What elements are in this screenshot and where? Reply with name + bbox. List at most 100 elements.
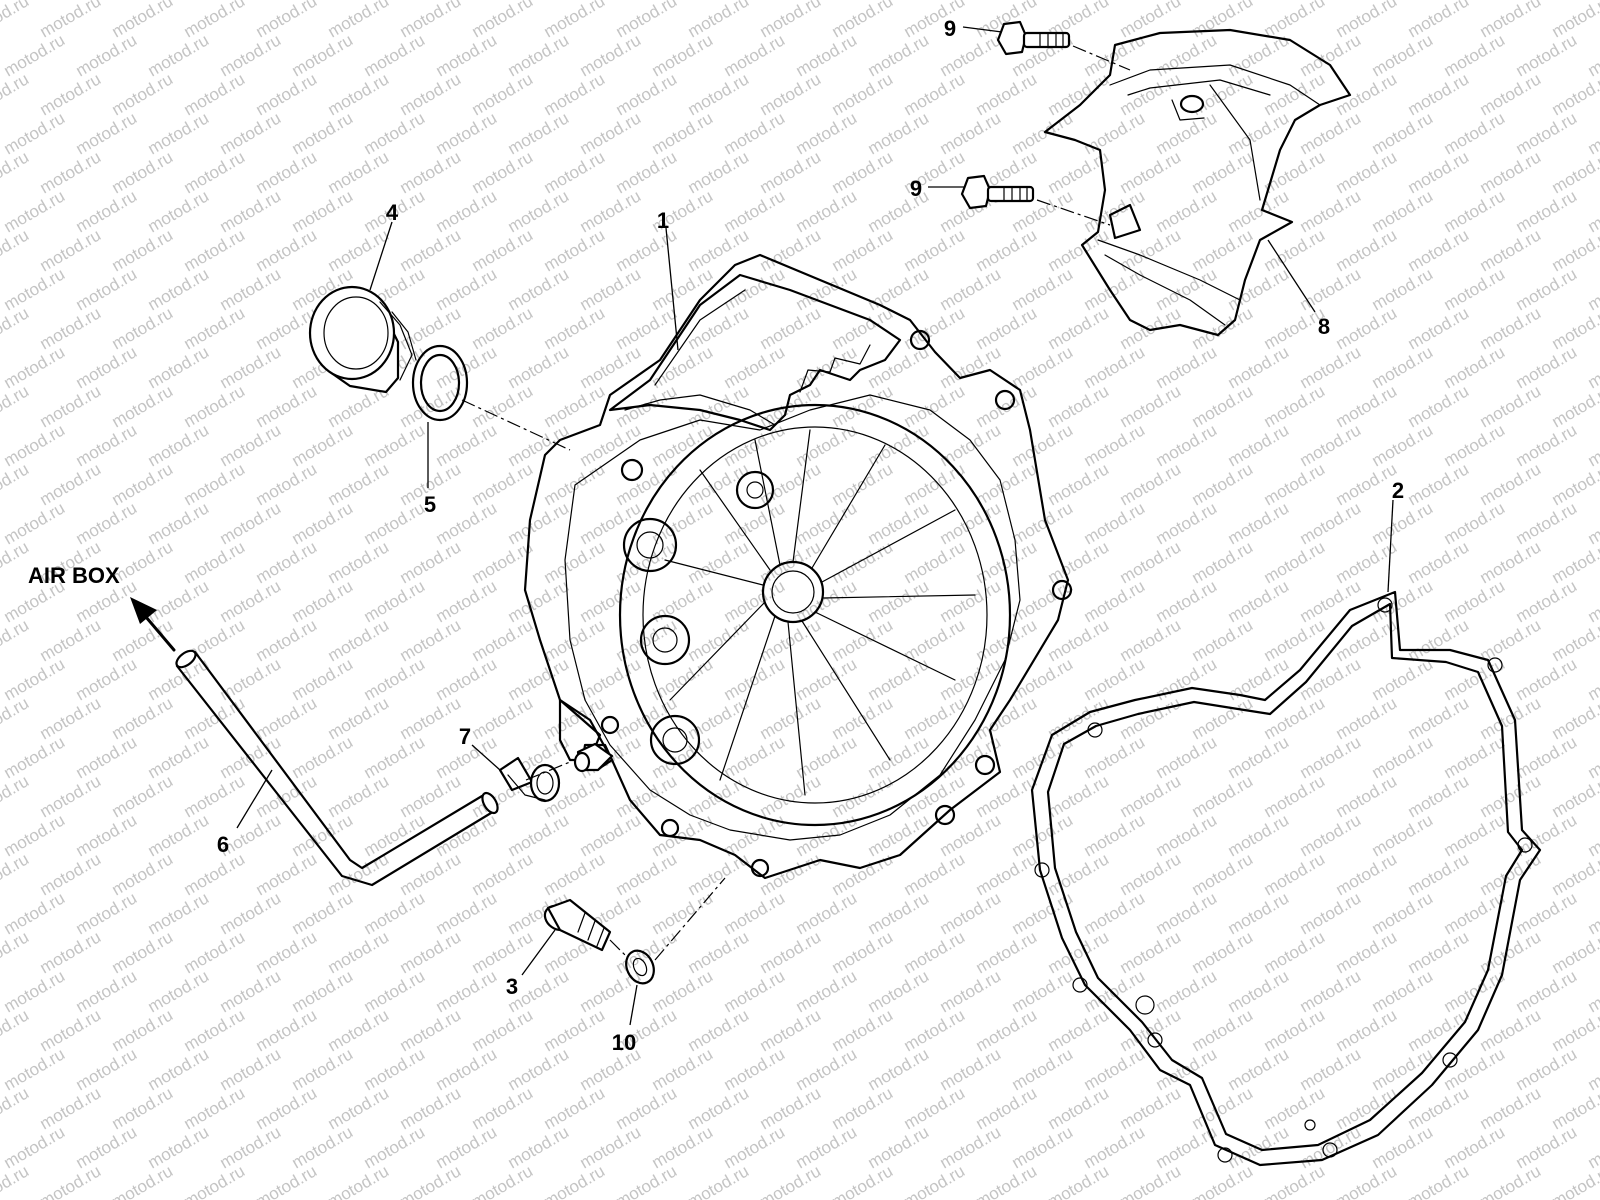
watermark-text: motod.ru: [397, 225, 465, 275]
watermark-text: motod.ru: [1189, 849, 1257, 899]
watermark-text: motod.ru: [1297, 420, 1365, 470]
watermark-text: motod.ru: [469, 303, 537, 353]
watermark-text: motod.ru: [1333, 147, 1401, 197]
watermark-text: motod.ru: [901, 459, 969, 509]
watermark-text: motod.ru: [1, 108, 69, 158]
watermark-text: motod.ru: [1405, 615, 1473, 665]
watermark-text: motod.ru: [1513, 654, 1581, 704]
watermark-text: motod.ru: [1045, 303, 1113, 353]
watermark-text: motod.ru: [253, 771, 321, 821]
watermark-text: motod.ru: [325, 693, 393, 743]
watermark-text: motod.ru: [217, 342, 285, 392]
watermark-text: motod.ru: [1153, 732, 1221, 782]
watermark-text: motod.ru: [973, 381, 1041, 431]
watermark-text: motod.ru: [1549, 927, 1600, 977]
watermark-text: motod.ru: [145, 420, 213, 470]
watermark-text: motod.ru: [433, 576, 501, 626]
watermark-text: motod.ru: [721, 498, 789, 548]
watermark-text: motod.ru: [649, 498, 717, 548]
watermark-text: motod.ru: [1369, 30, 1437, 80]
watermark-text: motod.ru: [685, 927, 753, 977]
watermark-text: motod.ru: [253, 459, 321, 509]
watermark-text: motod.ru: [901, 537, 969, 587]
watermark-text: motod.ru: [433, 654, 501, 704]
watermark-text: motod.ru: [1477, 1083, 1545, 1133]
watermark-text: motod.ru: [361, 654, 429, 704]
watermark-text: motod.ru: [1441, 1122, 1509, 1172]
watermark-text: motod.ru: [1585, 30, 1600, 80]
watermark-text: motod.ru: [505, 654, 573, 704]
watermark-text: motod.ru: [73, 732, 141, 782]
hose-fitting: [573, 742, 614, 773]
watermark-text: motod.ru: [73, 654, 141, 704]
watermark-text: motod.ru: [0, 147, 32, 197]
watermark-text: motod.ru: [1189, 615, 1257, 665]
watermark-text: motod.ru: [1009, 420, 1077, 470]
watermark-text: motod.ru: [1441, 732, 1509, 782]
watermark-text: motod.ru: [613, 147, 681, 197]
watermark-text: motod.ru: [1189, 303, 1257, 353]
watermark-text: motod.ru: [1081, 342, 1149, 392]
watermark-text: motod.ru: [1441, 420, 1509, 470]
watermark-text: motod.ru: [1405, 1161, 1473, 1200]
watermark-text: motod.ru: [1, 264, 69, 314]
watermark-text: motod.ru: [217, 420, 285, 470]
watermark-text: motod.ru: [1225, 186, 1293, 236]
watermark-text: motod.ru: [829, 303, 897, 353]
watermark-text: motod.ru: [1261, 1083, 1329, 1133]
watermark-text: motod.ru: [433, 108, 501, 158]
watermark-text: motod.ru: [253, 615, 321, 665]
watermark-text: motod.ru: [613, 0, 681, 41]
watermark-text: motod.ru: [1045, 1083, 1113, 1133]
watermark-text: motod.ru: [1549, 381, 1600, 431]
watermark-text: motod.ru: [1369, 810, 1437, 860]
watermark-text: motod.ru: [397, 693, 465, 743]
watermark-text: motod.ru: [1225, 420, 1293, 470]
watermark-text: motod.ru: [1009, 342, 1077, 392]
watermark-text: motod.ru: [973, 1083, 1041, 1133]
watermark-text: motod.ru: [721, 264, 789, 314]
watermark-text: motod.ru: [793, 810, 861, 860]
watermark-text: motod.ru: [865, 342, 933, 392]
watermark-text: motod.ru: [541, 849, 609, 899]
watermark-text: motod.ru: [1333, 225, 1401, 275]
watermark-text: motod.ru: [433, 1122, 501, 1172]
callout-3: 3: [506, 974, 518, 999]
watermark-text: motod.ru: [145, 810, 213, 860]
watermark-text: motod.ru: [109, 69, 177, 119]
watermark-text: motod.ru: [541, 1005, 609, 1055]
watermark-text: motod.ru: [1, 732, 69, 782]
watermark-text: motod.ru: [37, 1083, 105, 1133]
watermark-text: motod.ru: [757, 303, 825, 353]
assembly-lines: [461, 45, 1131, 961]
watermark-text: motod.ru: [0, 1161, 32, 1200]
leader-lines: [236, 26, 1394, 1026]
watermark-text: motod.ru: [793, 1122, 861, 1172]
watermark-text: motod.ru: [721, 732, 789, 782]
watermark-text: motod.ru: [1297, 1044, 1365, 1094]
watermark-text: motod.ru: [1, 186, 69, 236]
watermark-text: motod.ru: [505, 810, 573, 860]
watermark-text: motod.ru: [1585, 576, 1600, 626]
watermark-text: motod.ru: [217, 108, 285, 158]
watermark-text: motod.ru: [1333, 771, 1401, 821]
watermark-text: motod.ru: [0, 381, 32, 431]
watermark-text: motod.ru: [1261, 1005, 1329, 1055]
watermark-text: motod.ru: [1549, 537, 1600, 587]
watermark-text: motod.ru: [1333, 849, 1401, 899]
watermark-text: motod.ru: [73, 108, 141, 158]
watermark-text: motod.ru: [253, 1161, 321, 1200]
watermark-text: motod.ru: [1081, 186, 1149, 236]
watermark-text: motod.ru: [361, 1044, 429, 1094]
watermark-text: motod.ru: [289, 186, 357, 236]
watermark-text: motod.ru: [901, 303, 969, 353]
watermark-text: motod.ru: [685, 693, 753, 743]
watermark-text: motod.ru: [0, 0, 32, 41]
callout-10: 10: [612, 1030, 636, 1055]
watermark-text: motod.ru: [325, 771, 393, 821]
watermark-text: motod.ru: [721, 888, 789, 938]
watermark-text: motod.ru: [757, 693, 825, 743]
watermark-text: motod.ru: [1225, 264, 1293, 314]
watermark-text: motod.ru: [1405, 225, 1473, 275]
watermark-text: motod.ru: [901, 69, 969, 119]
